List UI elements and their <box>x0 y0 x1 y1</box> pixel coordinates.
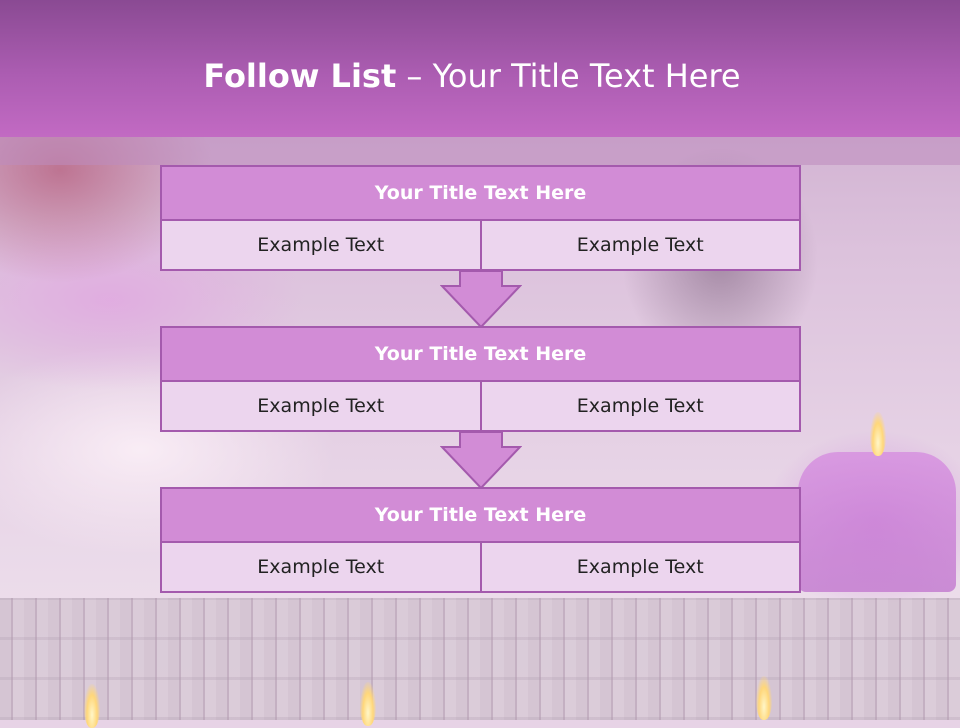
step-cell-left: Example Text <box>160 221 482 271</box>
step-row: Example Text Example Text <box>160 382 801 432</box>
step-row: Example Text Example Text <box>160 543 801 593</box>
step-title: Your Title Text Here <box>160 165 801 221</box>
candle-flame-icon <box>870 412 886 456</box>
header-band <box>0 0 960 137</box>
bamboo-mat-image <box>0 598 960 720</box>
step-cell-left: Example Text <box>160 543 482 593</box>
candle-flame-icon <box>756 676 772 720</box>
step-cell-right: Example Text <box>481 382 801 432</box>
down-arrow-icon <box>440 270 522 328</box>
step-title: Your Title Text Here <box>160 487 801 543</box>
step-cell-right: Example Text <box>481 221 801 271</box>
step-row: Example Text Example Text <box>160 221 801 271</box>
candle-flame-icon <box>360 682 376 726</box>
down-arrow-icon <box>440 431 522 489</box>
step-block-3: Your Title Text Here Example Text Exampl… <box>160 487 801 593</box>
step-cell-right: Example Text <box>481 543 801 593</box>
step-block-1: Your Title Text Here Example Text Exampl… <box>160 165 801 271</box>
step-block-2: Your Title Text Here Example Text Exampl… <box>160 326 801 432</box>
candle-image <box>798 452 956 592</box>
slide-title-rest: – Your Title Text Here <box>396 57 741 95</box>
header-stripe <box>0 137 960 165</box>
candle-flame-icon <box>84 684 100 728</box>
slide-title-bold: Follow List <box>203 57 397 95</box>
step-title: Your Title Text Here <box>160 326 801 382</box>
step-cell-left: Example Text <box>160 382 482 432</box>
slide-title: Follow List – Your Title Text Here <box>0 52 944 100</box>
